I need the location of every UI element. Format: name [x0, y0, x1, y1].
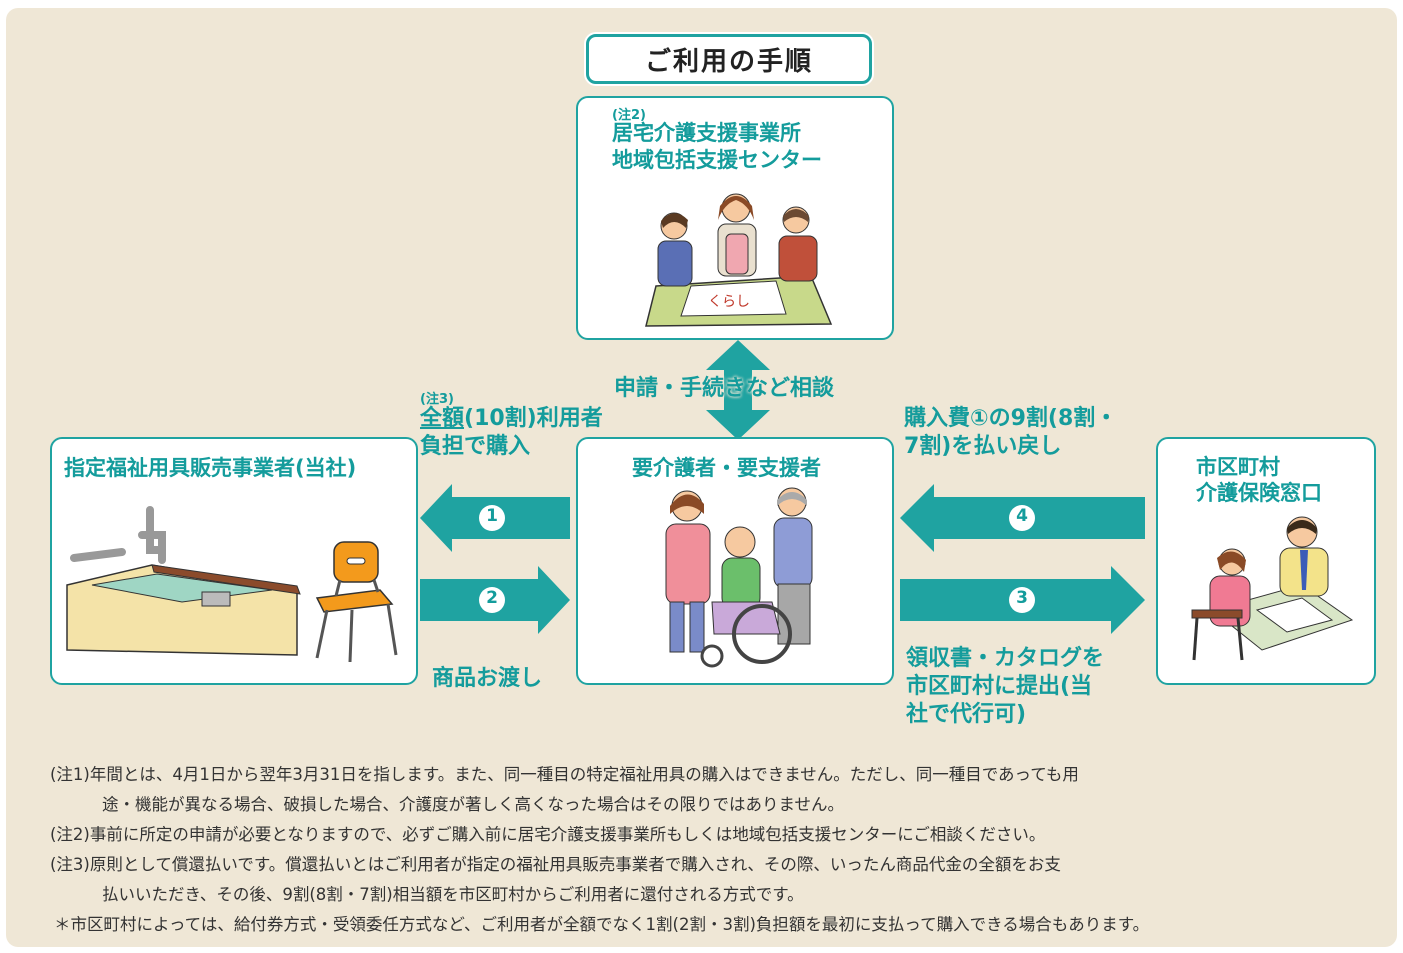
counter-consultation-illustration	[1191, 516, 1354, 661]
illustration-text: くらし	[708, 294, 750, 310]
arrow-1-line1: 全額(10割)利用者	[420, 405, 603, 432]
consultation-illustration: くらし	[645, 193, 833, 327]
arrow-1-line1-underlined: 全額	[420, 406, 465, 431]
page-title: ご利用の手順	[586, 34, 872, 84]
arrow-4-line1: 購入費①の9割(8割・	[904, 406, 1118, 431]
caregiver-wheelchair-illustration	[665, 487, 813, 668]
care-office-line1: 居宅介護支援事業所	[612, 121, 801, 145]
arrow-2-number: 2	[486, 588, 498, 608]
arrow-3-line3: 社で代行可)	[906, 702, 1027, 727]
footnotes: (注1)年間とは、4月1日から翌年3月31日を指します。また、同一種目の特定福祉…	[50, 760, 1380, 940]
care-office-line2: 地域包括支援センター	[612, 148, 822, 172]
note-asterisk: ＊市区町村によっては、給付券方式・受領委任方式など、ご利用者が全額でなく1割(2…	[54, 915, 1150, 934]
arrow-3-right	[900, 566, 1145, 634]
consult-label: 申請・手続きなど相談	[614, 376, 835, 401]
consult-double-arrow	[706, 340, 770, 440]
arrow-4-line2: 7割)を払い戻し	[904, 434, 1062, 459]
arrow-3-number: 3	[1016, 588, 1028, 608]
note-1-cont: 途・機能が異なる場合、破損した場合、介護度が著しく高くなった場合はその限りではあ…	[102, 795, 845, 814]
arrow-4-number: 4	[1016, 506, 1028, 526]
arrow-3-line1: 領収書・カタログを	[906, 646, 1105, 671]
care-office-note: (注2)	[612, 108, 646, 123]
arrow-2-label: 商品お渡し	[432, 666, 543, 691]
user-label: 要介護者・要支援者	[632, 456, 821, 480]
arrow-3-line2: 市区町村に提出(当	[906, 674, 1093, 699]
arrow-2-right	[420, 566, 570, 634]
note-2: (注2)事前に所定の申請が必要となりますので、必ずご購入前に居宅介護支援事業所も…	[50, 825, 1046, 844]
municipality-line2: 介護保険窓口	[1196, 481, 1322, 505]
arrow-1-number: 1	[486, 506, 498, 526]
arrow-1-line2: 負担で購入	[420, 434, 531, 459]
arrow-1-left	[420, 484, 570, 552]
arrow-4-left	[900, 484, 1145, 552]
note-1: (注1)年間とは、4月1日から翌年3月31日を指します。また、同一種目の特定福祉…	[50, 765, 1079, 784]
note-3: (注3)原則として償還払いです。償還払いとはご利用者が指定の福祉用具販売事業者で…	[50, 855, 1061, 874]
arrow-1-note: (注3)	[420, 392, 454, 407]
arrow-1-line1-rest: (10割)利用者	[464, 406, 603, 431]
bath-chair-illustration	[66, 506, 398, 663]
municipality-line1: 市区町村	[1196, 455, 1280, 479]
dealer-label: 指定福祉用具販売事業者(当社)	[64, 456, 357, 480]
note-3-cont: 払いいただき、その後、9割(8割・7割)相当額を市区町村からご利用者に還付される…	[102, 885, 804, 904]
